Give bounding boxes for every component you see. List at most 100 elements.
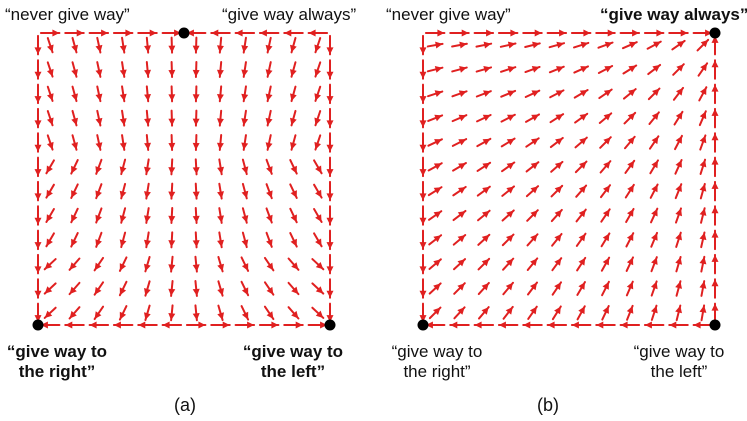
field-arrow: [283, 29, 304, 37]
arrow-head: [481, 234, 490, 243]
arrow-head: [69, 286, 77, 295]
arrow-head: [699, 135, 707, 144]
arrow-head: [457, 283, 465, 291]
field-arrow: [574, 112, 589, 124]
field-arrow: [289, 232, 298, 248]
field-arrow: [697, 62, 709, 77]
arrow-head: [46, 238, 53, 247]
arrow-head: [531, 114, 539, 121]
arrow-head: [583, 29, 591, 37]
field-arrow: [95, 109, 103, 127]
field-arrow: [119, 36, 127, 54]
arrow-head: [556, 66, 564, 73]
equilibrium-point: [32, 319, 44, 331]
arrow-head: [651, 281, 658, 290]
arrow-head: [290, 93, 297, 102]
field-arrow: [419, 34, 427, 56]
arrow-head: [326, 217, 334, 225]
field-arrow: [524, 65, 541, 74]
field-arrow: [95, 134, 103, 151]
arrow-head: [217, 263, 224, 272]
arrow-head: [627, 160, 635, 169]
field-arrow: [526, 233, 539, 247]
field-arrow: [619, 321, 641, 329]
field-arrow: [675, 231, 682, 248]
arrow-head: [217, 94, 224, 102]
field-arrow: [46, 110, 54, 127]
field-arrow: [711, 205, 719, 226]
arrow-head: [326, 290, 334, 298]
field-arrow: [711, 156, 719, 178]
field-arrow: [119, 158, 127, 176]
arrow-head: [547, 321, 555, 329]
arrow-head: [675, 257, 682, 265]
field-arrow: [95, 85, 103, 103]
arrow-head: [211, 29, 219, 37]
field-arrow: [34, 83, 42, 105]
arrow-head: [144, 215, 151, 223]
arrow-head: [290, 142, 297, 150]
field-arrow: [314, 85, 322, 102]
field-arrow: [599, 136, 612, 149]
label-give-way-right: “give way to the right”: [2, 342, 112, 382]
field-arrow: [185, 29, 207, 37]
arrow-head: [693, 321, 701, 329]
field-arrow: [34, 132, 42, 153]
arrow-head: [241, 287, 249, 296]
arrow-head: [578, 257, 586, 266]
field-arrow: [452, 209, 467, 222]
arrow-head: [699, 281, 707, 289]
arrow-head: [326, 315, 334, 323]
arrow-head: [314, 117, 321, 126]
field-arrow: [575, 208, 587, 223]
arrow-head: [326, 96, 334, 104]
arrow-head: [458, 163, 466, 170]
arrow-head: [435, 41, 443, 49]
field-arrow: [119, 85, 127, 103]
field-arrow: [551, 257, 563, 272]
field-arrow: [240, 280, 250, 297]
arrow-head: [607, 29, 615, 37]
arrow-head: [507, 66, 516, 73]
arrow-head: [94, 286, 102, 295]
arrow-head: [69, 262, 77, 270]
arrow-head: [651, 136, 659, 145]
arrow-head: [241, 45, 249, 53]
arrow-head: [119, 69, 127, 77]
arrow-head: [241, 239, 249, 248]
arrow-head: [44, 286, 53, 294]
arrow-head: [419, 217, 427, 225]
arrow-head: [419, 96, 427, 104]
arrow-head: [530, 234, 538, 242]
field-arrow: [419, 156, 427, 178]
arrow-head: [596, 321, 604, 329]
arrow-head: [241, 263, 249, 271]
field-arrow: [524, 89, 541, 98]
label-give-way-right-line1: “give way to: [6, 342, 108, 361]
arrow-head: [315, 310, 324, 318]
arrow-head: [656, 29, 664, 37]
field-arrow: [71, 134, 78, 151]
arrow-head: [711, 303, 719, 311]
arrow-head: [461, 29, 469, 37]
field-arrow: [326, 132, 334, 153]
arrow-head: [241, 69, 249, 77]
field-arrow: [168, 134, 176, 151]
field-arrow: [648, 135, 660, 150]
arrow-head: [125, 29, 133, 37]
arrow-head: [531, 66, 540, 73]
arrow-head: [315, 189, 322, 198]
field-arrow: [265, 158, 273, 175]
arrow-head: [71, 165, 78, 174]
field-arrow: [477, 233, 491, 246]
field-arrow: [451, 90, 468, 98]
field-arrow: [326, 83, 334, 105]
field-arrow: [550, 208, 563, 223]
arrow-head: [65, 321, 73, 329]
arrow-head: [507, 90, 516, 97]
field-arrow: [326, 205, 334, 226]
field-arrow: [326, 59, 334, 80]
arrow-head: [450, 321, 458, 329]
field-arrow: [70, 232, 79, 248]
arrow-head: [326, 47, 334, 55]
